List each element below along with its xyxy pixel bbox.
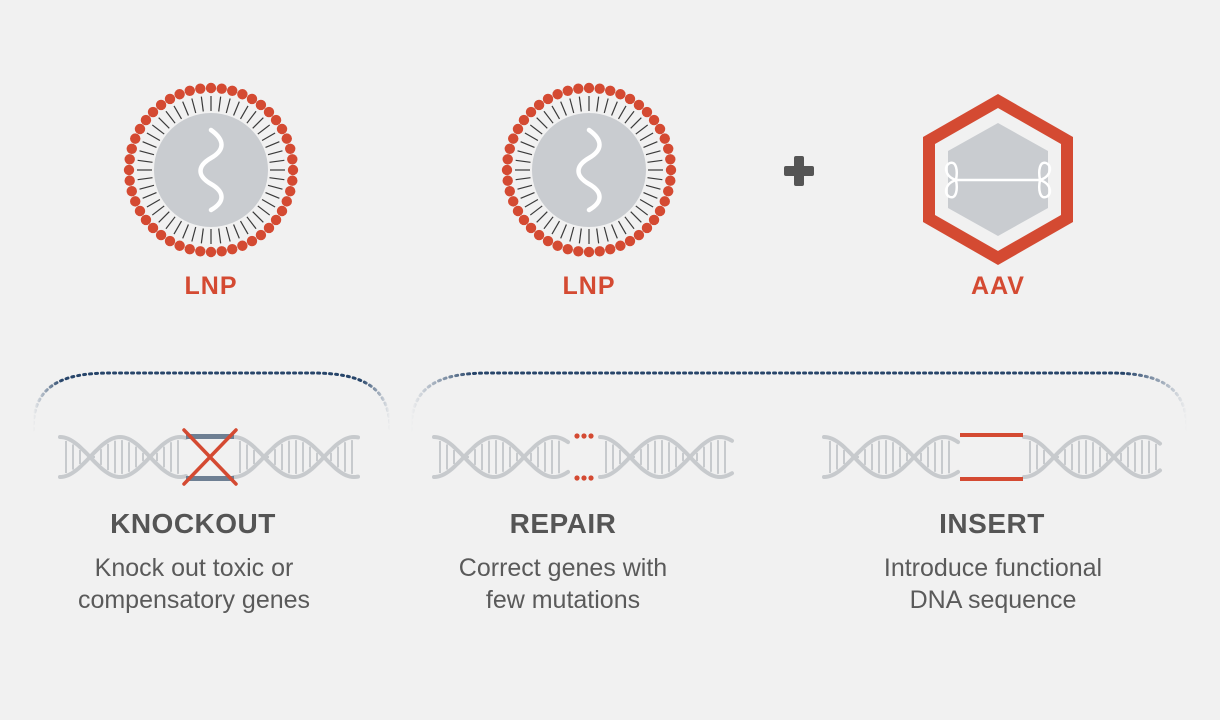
vector-label-lnp-1: LNP — [184, 272, 238, 300]
repair-description-line-2: few mutations — [485, 586, 641, 614]
repair-title: REPAIR — [509, 508, 617, 539]
knockout-description: Knock out toxic or compensatory genes — [14, 552, 374, 616]
knockout-description-line-1: Knock out toxic or — [94, 554, 294, 582]
vector-label-aav: AAV — [971, 272, 1025, 300]
lipid-nanoparticle-icon — [123, 82, 299, 258]
plus-icon — [784, 156, 814, 186]
aav-capsid-icon — [923, 94, 1073, 265]
insert-description-line-2: DNA sequence — [909, 586, 1077, 614]
knockout-title: KNOCKOUT — [110, 508, 276, 539]
insert-title: INSERT — [939, 508, 1045, 539]
vector-label-lnp-2: LNP — [562, 272, 616, 300]
dna-insert-icon — [822, 433, 1162, 481]
repair-description: Correct genes with few mutations — [383, 552, 743, 616]
repair-insert-bracket — [409, 371, 1189, 432]
lipid-nanoparticle-icon — [501, 82, 677, 258]
knockout-bracket — [31, 371, 392, 432]
knockout-description-line-2: compensatory genes — [77, 586, 311, 614]
dna-knockout-icon — [58, 428, 360, 486]
repair-description-line-1: Correct genes with — [458, 554, 668, 582]
insert-description-line-1: Introduce functional — [883, 554, 1103, 582]
insert-description: Introduce functional DNA sequence — [813, 552, 1173, 616]
dna-repair-icon — [432, 433, 734, 481]
